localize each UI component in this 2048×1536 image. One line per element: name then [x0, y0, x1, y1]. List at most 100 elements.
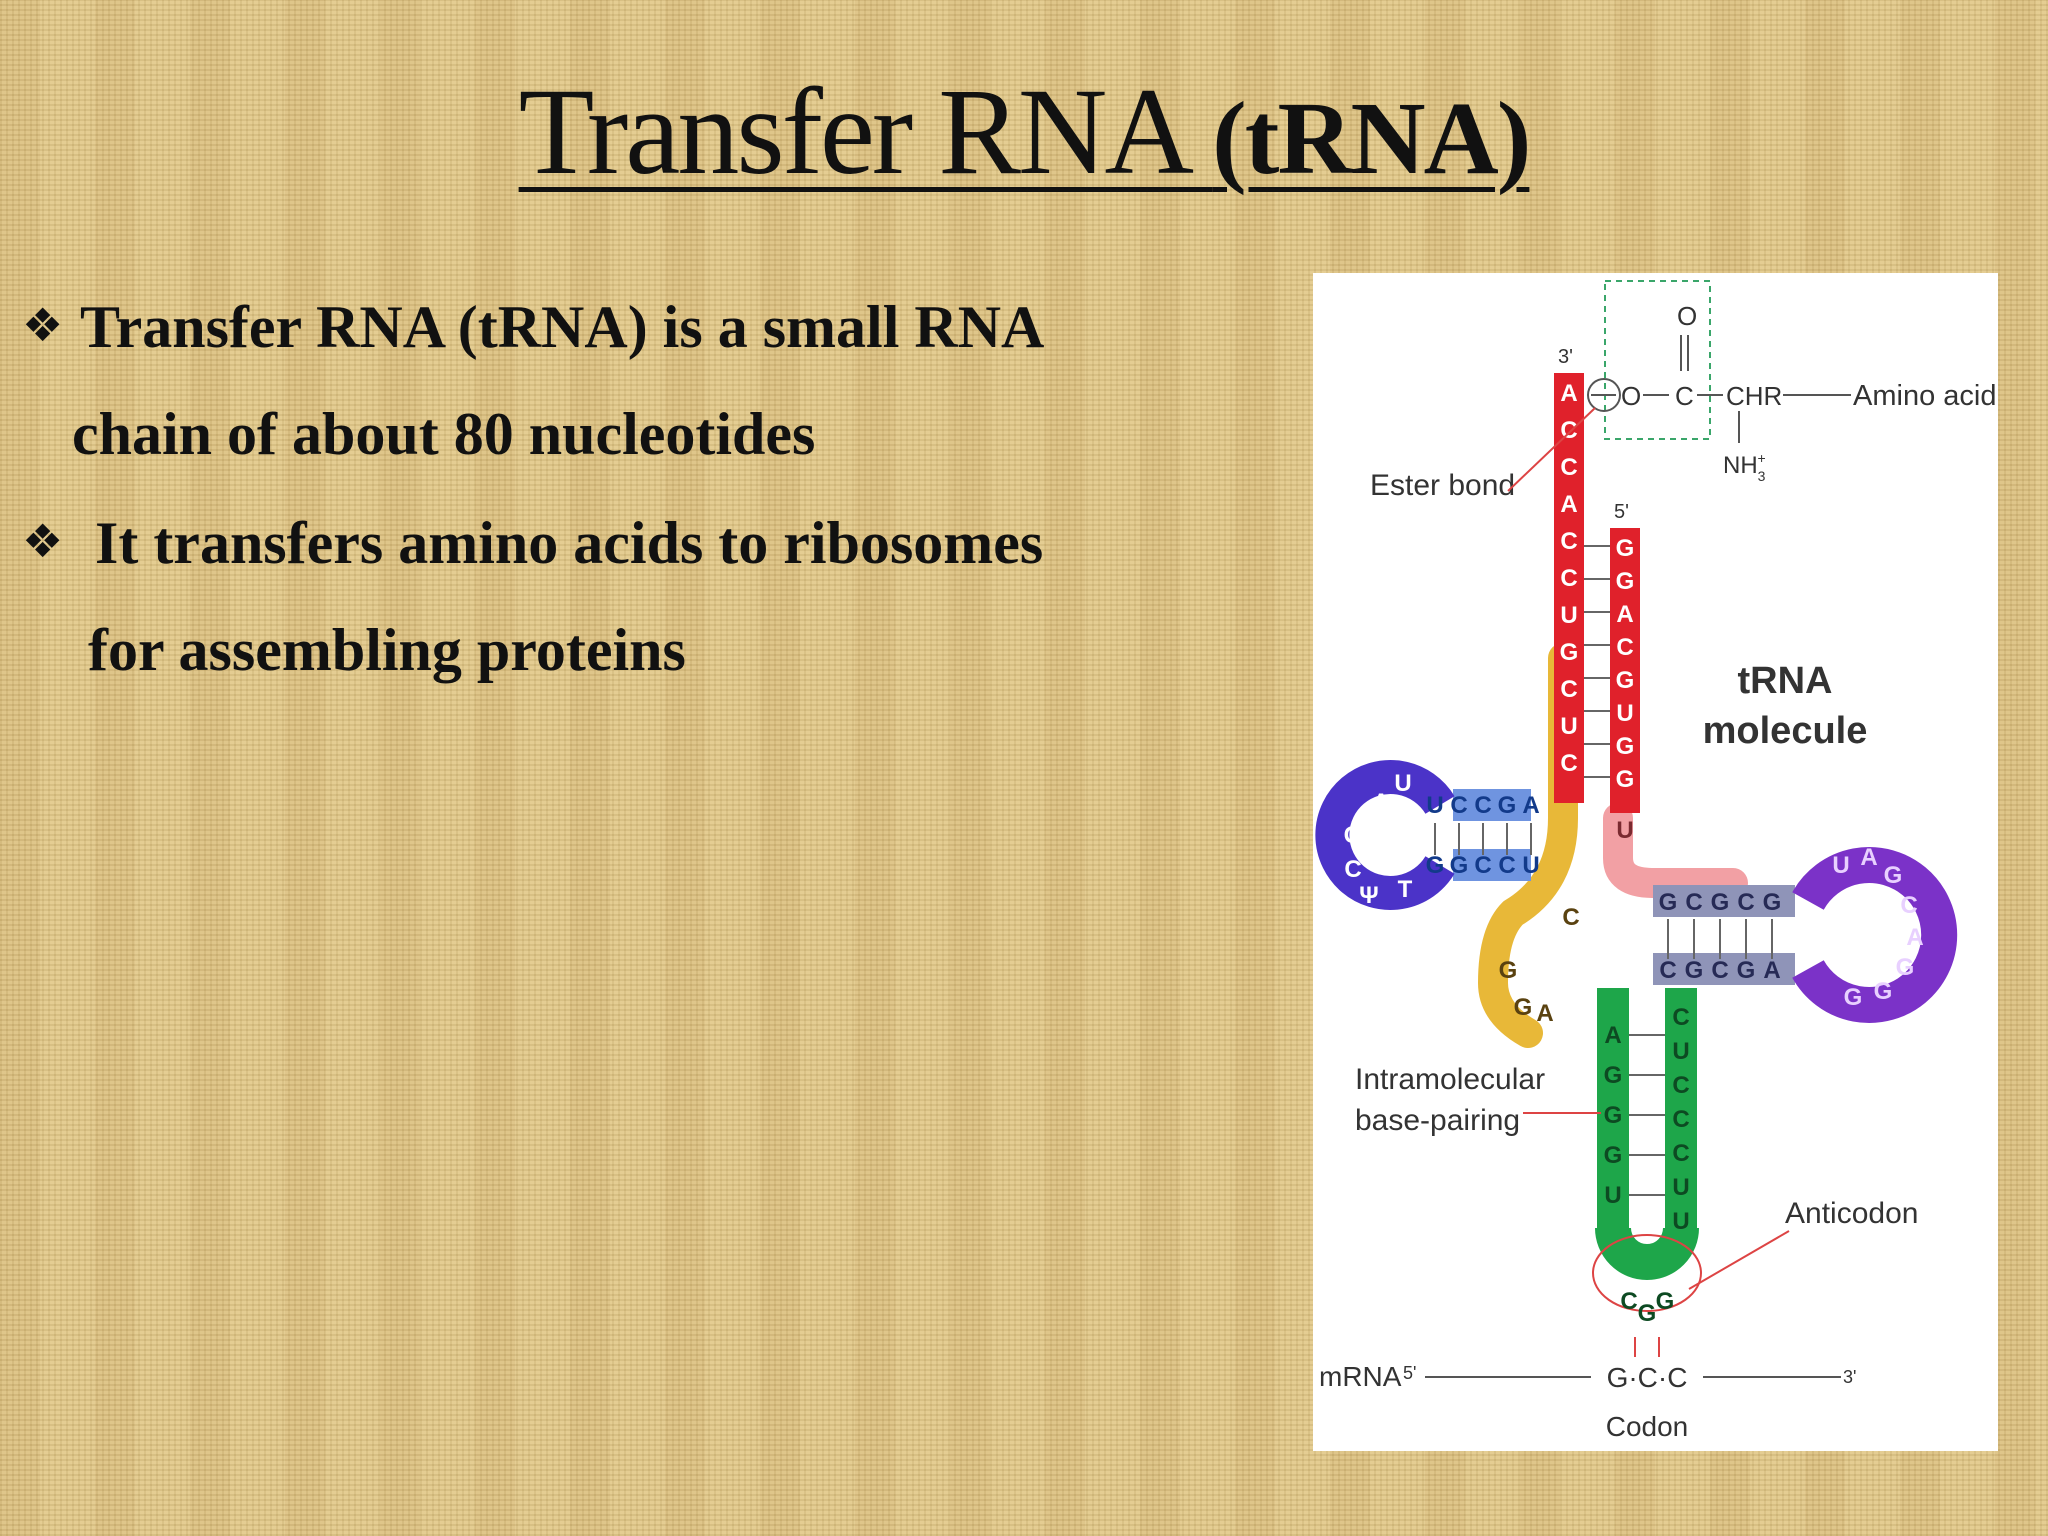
- d-arm-top-nucleotide: U: [1426, 792, 1443, 819]
- amino-acid-label: Amino acid: [1853, 380, 1996, 412]
- d-loop-nucleotide: U: [1394, 770, 1411, 797]
- bullet-1-line-1: ❖ Transfer RNA (tRNA) is a small RNA: [22, 272, 1282, 381]
- d-arm-bottom-nucleotide: G: [1426, 852, 1445, 879]
- intramolecular-label-1: Intramolecular: [1355, 1063, 1545, 1096]
- codon-sequence: G·C·C: [1607, 1362, 1688, 1393]
- acceptor-3prime-nucleotide: C: [1560, 750, 1577, 777]
- t-loop-nucleotide: C: [1900, 892, 1917, 919]
- anticodon-label: Anticodon: [1785, 1197, 1918, 1230]
- bullet-1-text-1: Transfer RNA (tRNA) is a small RNA: [80, 294, 1045, 360]
- variable-region-nucleotide: A: [1536, 1000, 1553, 1027]
- t-loop-nucleotide: G: [1896, 954, 1915, 981]
- title-paren-text: (tRNA): [1212, 81, 1531, 196]
- t-arm-top-nucleotide: G: [1763, 889, 1782, 916]
- d-arm-bottom-nucleotide: C: [1474, 852, 1491, 879]
- anticodon-loop-nucleotide: C: [1620, 1288, 1637, 1315]
- ester-oxygen-label: O: [1621, 381, 1641, 411]
- acceptor-5prime-nucleotide: G: [1616, 667, 1635, 694]
- t-loop-nucleotide: G: [1874, 978, 1893, 1005]
- trna-label-1: tRNA: [1738, 660, 1833, 702]
- t-arm-bottom-nucleotide: A: [1763, 957, 1780, 984]
- anticodon-left-nucleotide: U: [1604, 1182, 1621, 1209]
- anticodon-right-nucleotide: U: [1672, 1038, 1689, 1065]
- variable-region-nucleotide: G: [1514, 994, 1533, 1021]
- t-loop-nucleotide: A: [1906, 924, 1923, 951]
- acceptor-5prime-nucleotide: G: [1616, 733, 1635, 760]
- anticodon-right-nucleotide: C: [1672, 1106, 1689, 1133]
- acceptor-3prime-nucleotide: U: [1560, 602, 1577, 629]
- anticodon-leader: [1688, 1230, 1790, 1290]
- acceptor-5prime-nucleotide: G: [1616, 568, 1635, 595]
- carbon-label: C: [1675, 381, 1694, 411]
- mrna-3prime-label: 3': [1843, 1367, 1856, 1387]
- acceptor-3prime-nucleotide: C: [1560, 528, 1577, 555]
- base-pair-rungs: [1434, 545, 1773, 1196]
- diamond-bullet-icon: ❖: [22, 298, 64, 352]
- variable-region-nucleotide: G: [1499, 957, 1518, 984]
- d-arm-top-nucleotide: A: [1522, 792, 1539, 819]
- intramolecular-label-2: base-pairing: [1355, 1104, 1520, 1137]
- bullet-item-1: ❖ Transfer RNA (tRNA) is a small RNA chai…: [22, 272, 1282, 488]
- acceptor-3prime-nucleotide: A: [1560, 491, 1577, 518]
- ester-oxygen-circle: [1587, 378, 1621, 412]
- t-arm-top-nucleotide: C: [1685, 889, 1702, 916]
- anticodon-loop-nucleotide: G: [1638, 1300, 1657, 1327]
- d-loop: [1315, 760, 1455, 910]
- acceptor-5prime-nucleotide: C: [1616, 634, 1633, 661]
- bullet-2-text-2: for assembling proteins: [88, 617, 686, 683]
- d-arm-top-nucleotide: C: [1450, 792, 1467, 819]
- t-arm-top-nucleotide: G: [1711, 889, 1730, 916]
- variable-region-nucleotide: C: [1562, 904, 1579, 931]
- mrna-label: mRNA: [1319, 1361, 1402, 1392]
- anticodon-left-nucleotide: G: [1604, 1142, 1623, 1169]
- d-arm-bottom-nucleotide: U: [1522, 852, 1539, 879]
- variable-region-strand: [1477, 643, 1578, 1048]
- d-loop-nucleotide: G: [1344, 822, 1363, 849]
- ester-bond-leader: [1507, 407, 1596, 492]
- anticodon-arm-strands: [1597, 988, 1697, 1228]
- t-arm-bottom-nucleotide: G: [1737, 957, 1756, 984]
- acceptor-5prime-nucleotide: G: [1616, 535, 1635, 562]
- five-prime-label: 5': [1614, 501, 1629, 523]
- acceptor-3prime-nucleotide: C: [1560, 676, 1577, 703]
- d-loop-nucleotide: C: [1344, 856, 1361, 883]
- t-loop-nucleotide: G: [1884, 862, 1903, 889]
- diamond-bullet-icon: ❖: [22, 514, 64, 568]
- acceptor-5prime-nucleotide: G: [1616, 766, 1635, 793]
- anticodon-left-nucleotide: G: [1604, 1062, 1623, 1089]
- t-arm-top-nucleotide: G: [1659, 889, 1678, 916]
- d-arm-top-nucleotide: G: [1498, 792, 1517, 819]
- t-arm-top-nucleotide: C: [1737, 889, 1754, 916]
- nh3-superscript: +: [1757, 450, 1765, 466]
- codon-label: Codon: [1606, 1411, 1689, 1442]
- anticodon-right-nucleotide: U: [1672, 1208, 1689, 1235]
- slide-title: Transfer RNA (tRNA): [0, 70, 2048, 194]
- t-loop-nucleotide: A: [1860, 844, 1877, 871]
- acceptor-3prime-nucleotide: C: [1560, 565, 1577, 592]
- anticodon-left-nucleotide: G: [1604, 1102, 1623, 1129]
- bullet-list: ❖ Transfer RNA (tRNA) is a small RNA chai…: [22, 272, 1282, 704]
- acceptor-3prime-nucleotide: G: [1560, 639, 1579, 666]
- t-loop-nucleotide: G: [1844, 984, 1863, 1011]
- acceptor-3prime-nucleotide: C: [1560, 454, 1577, 481]
- anticodon-highlight: [1592, 1234, 1702, 1312]
- d-arm-bottom-nucleotide: G: [1450, 852, 1469, 879]
- trna-label-2: molecule: [1703, 710, 1868, 752]
- bullet-1-text-2: chain of about 80 nucleotides: [72, 401, 816, 467]
- t-arm-bottom-nucleotide: C: [1659, 957, 1676, 984]
- bullet-item-2: ❖ It transfers amino acids to ribosomes …: [22, 488, 1282, 704]
- anticodon-right-nucleotide: C: [1672, 1072, 1689, 1099]
- d-arm-bottom-nucleotide: C: [1498, 852, 1515, 879]
- d-loop-nucleotide: T: [1398, 876, 1413, 903]
- acceptor-stem-5prime: [1610, 528, 1640, 813]
- acceptor-5prime-nucleotide: U: [1616, 700, 1633, 727]
- chr-label: CHR: [1726, 381, 1782, 411]
- acceptor-5prime-nucleotide: A: [1616, 601, 1633, 628]
- anticodon-loop-nucleotide: G: [1656, 1288, 1675, 1315]
- nh3-text: NH: [1723, 452, 1758, 479]
- anticodon-loop: [1595, 1226, 1699, 1280]
- d-arm-strands: [1453, 789, 1531, 881]
